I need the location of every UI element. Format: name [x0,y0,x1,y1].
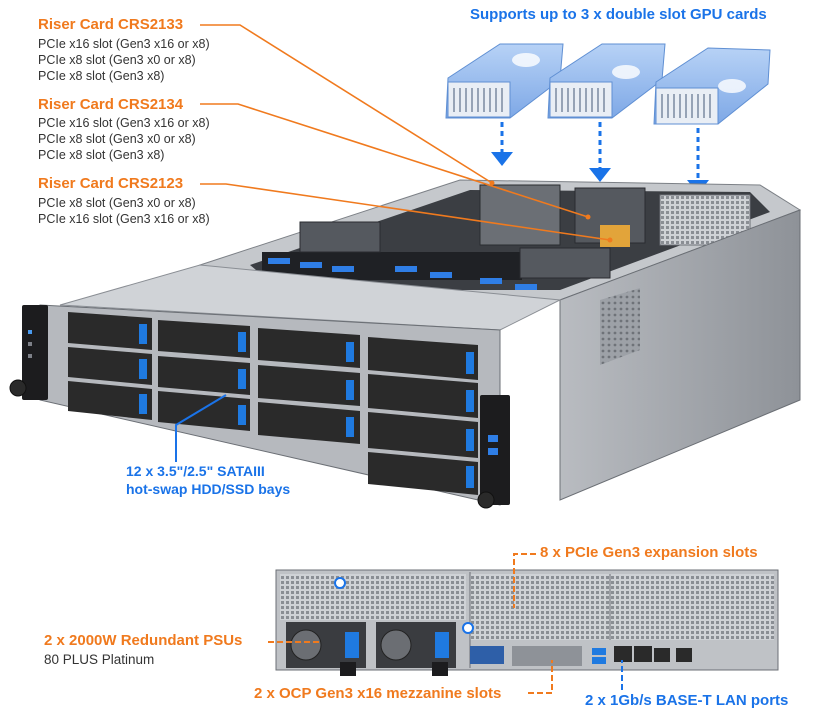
ocp-caption: 2 x OCP Gen3 x16 mezzanine slots [254,685,502,702]
riser2-line-1: PCIe x16 slot (Gen3 x16 or x8) [38,116,210,130]
gpu-card-3 [653,47,771,125]
riser-leader-lines [200,24,611,241]
psu-subtitle: 80 PLUS Platinum [44,652,155,667]
riser1-title: Riser Card CRS2133 [38,16,184,33]
riser2-title: Riser Card CRS2134 [38,96,184,113]
bays-caption-line-2: hot-swap HDD/SSD bays [126,481,291,497]
riser-target-dots [489,180,613,243]
server-rear-chassis [275,569,779,676]
drive-bays [68,312,478,495]
lan-caption: 2 x 1Gb/s BASE-T LAN ports [585,692,789,709]
front-right-ear [477,395,510,509]
riser1-line-3: PCIe x8 slot (Gen3 x8) [38,69,165,83]
riser2-line-3: PCIe x8 slot (Gen3 x8) [38,148,165,162]
expansion-leader-line [513,553,536,608]
riser3-line-1: PCIe x8 slot (Gen3 x0 or x8) [38,196,196,210]
riser3-title: Riser Card CRS2123 [38,175,184,192]
server-front-chassis [39,179,802,506]
bays-leader-line [175,394,227,462]
gpu-arrows [500,122,700,180]
riser3-line-2: PCIe x16 slot (Gen3 x16 or x8) [38,212,210,226]
gpu-card-1 [445,43,564,119]
front-left-ear [9,305,48,400]
psu-title: 2 x 2000W Redundant PSUs [44,632,243,649]
expansion-caption: 8 x PCIe Gen3 expansion slots [540,544,758,561]
ocp-leader-line [528,660,553,694]
gpu-caption: Supports up to 3 x double slot GPU cards [470,6,767,23]
bays-caption-line-1: 12 x 3.5"/2.5" SATAIII [126,463,265,479]
gpu-card-2 [547,43,666,119]
riser1-line-2: PCIe x8 slot (Gen3 x0 or x8) [38,53,196,67]
riser1-line-1: PCIe x16 slot (Gen3 x16 or x8) [38,37,210,51]
riser2-line-2: PCIe x8 slot (Gen3 x0 or x8) [38,132,196,146]
